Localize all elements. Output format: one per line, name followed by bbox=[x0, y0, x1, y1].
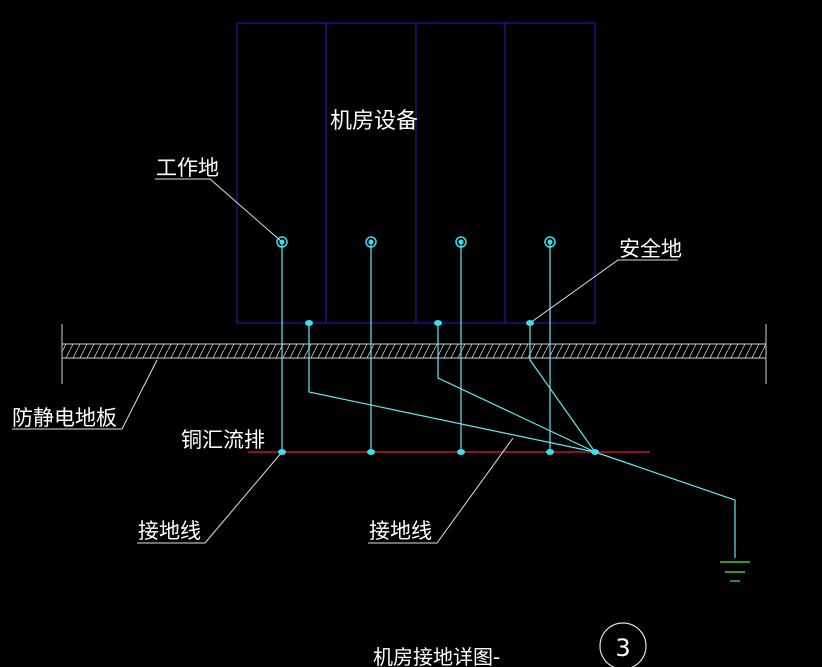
label-equipment: 机房设备 bbox=[330, 109, 418, 134]
work-ground-wires bbox=[281, 242, 551, 452]
junction-node bbox=[546, 449, 554, 455]
detail-circle-icon bbox=[599, 622, 647, 667]
detail-number: 3 bbox=[615, 634, 630, 662]
junction-node bbox=[434, 320, 442, 326]
junction-node bbox=[367, 449, 375, 455]
leader-work-ground bbox=[155, 178, 283, 243]
junction-nodes bbox=[278, 320, 599, 455]
diagram-title: 机房接地详图- bbox=[373, 645, 500, 667]
junction-node bbox=[278, 449, 286, 455]
equipment-terminals bbox=[276, 236, 556, 248]
terminal-node bbox=[544, 236, 556, 248]
label-copper-busbar: 铜汇流排 bbox=[181, 428, 265, 452]
terminal-node bbox=[276, 236, 288, 248]
leader-lines bbox=[12, 178, 678, 544]
junction-node bbox=[526, 320, 534, 326]
terminal-node bbox=[455, 236, 467, 248]
antistatic-floor bbox=[61, 324, 767, 384]
junction-node bbox=[591, 449, 599, 455]
label-ground-wire-right: 接地线 bbox=[369, 519, 432, 543]
label-antistatic-floor: 防静电地板 bbox=[12, 406, 117, 430]
terminal-node bbox=[365, 236, 377, 248]
junction-node bbox=[457, 449, 465, 455]
label-work-ground: 工作地 bbox=[156, 156, 219, 180]
label-ground-wire-left: 接地线 bbox=[138, 519, 201, 543]
leader-ground-wire-left bbox=[137, 451, 283, 544]
junction-node bbox=[305, 320, 313, 326]
equipment-cabinet bbox=[236, 22, 596, 324]
leader-ground-wire-right bbox=[368, 437, 514, 544]
leader-antistatic-floor bbox=[12, 359, 158, 430]
safety-ground-wires bbox=[308, 323, 736, 558]
label-safety-ground: 安全地 bbox=[619, 237, 682, 261]
leader-safety-ground bbox=[529, 259, 678, 324]
ground-symbol-icon bbox=[720, 561, 750, 582]
